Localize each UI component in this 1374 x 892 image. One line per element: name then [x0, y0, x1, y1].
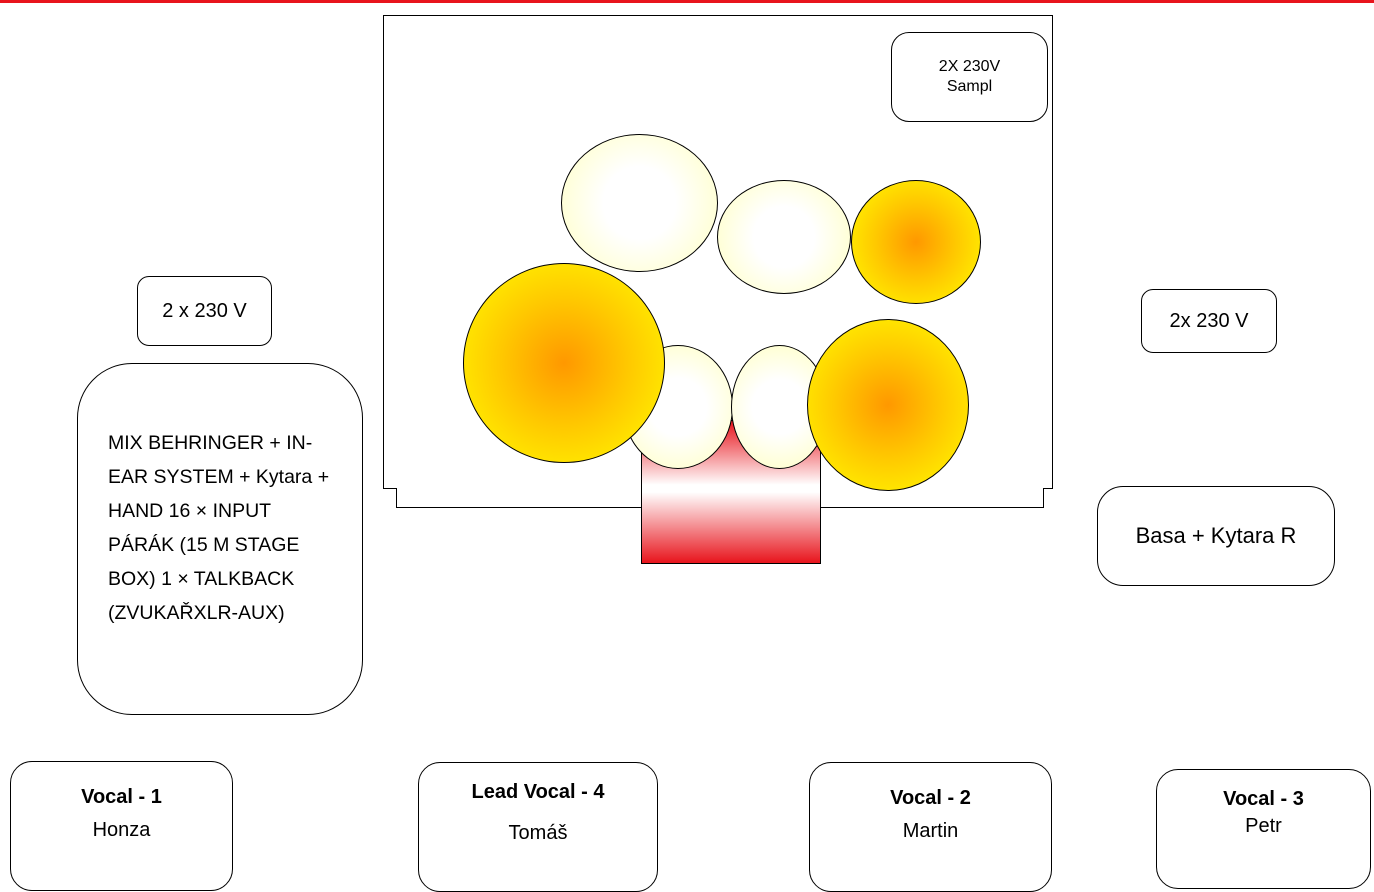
mixer-box: MIX BEHRINGER + IN-EAR SYSTEM + Kytara +…: [77, 363, 363, 715]
vocal-name: Petr: [1245, 815, 1282, 837]
power-box-sampl: 2X 230V Sampl: [891, 32, 1048, 122]
vocal-role: Vocal - 1: [81, 786, 162, 808]
crash-cymbal-shape: [561, 134, 718, 272]
vocal-box-3: Vocal - 3 Petr: [1156, 769, 1371, 889]
power-left-label: 2 x 230 V: [162, 299, 247, 322]
power-box-right: 2x 230 V: [1141, 289, 1277, 353]
mixer-description: MIX BEHRINGER + IN-EAR SYSTEM + Kytara +…: [108, 432, 330, 624]
top-accent-line: [0, 0, 1374, 3]
power-box-left: 2 x 230 V: [137, 276, 272, 346]
vocal-role: Vocal - 2: [890, 787, 971, 809]
vocal-box-4: Lead Vocal - 4 Tomáš: [418, 762, 658, 892]
vocal-box-2: Vocal - 2 Martin: [809, 762, 1052, 892]
china-cymbal-shape: [807, 319, 969, 491]
tom-drum-shape: [717, 180, 851, 294]
power-right-label: 2x 230 V: [1169, 309, 1249, 332]
bass-guitar-box: Basa + Kytara R: [1097, 486, 1335, 586]
ride-cymbal-shape: [851, 180, 981, 304]
vocal-name: Martin: [902, 820, 959, 842]
power-sampl-line2: Sampl: [946, 78, 993, 95]
hihat-cymbal-shape: [463, 263, 665, 463]
vocal-role: Lead Vocal - 4: [471, 781, 605, 803]
power-sampl-line1: 2X 230V: [938, 58, 1001, 75]
vocal-name: Honza: [92, 819, 151, 841]
vocal-name: Tomáš: [508, 822, 568, 844]
vocal-box-1: Vocal - 1 Honza: [10, 761, 233, 891]
vocal-role: Vocal - 3: [1223, 788, 1304, 810]
bass-guitar-label: Basa + Kytara R: [1135, 523, 1297, 548]
